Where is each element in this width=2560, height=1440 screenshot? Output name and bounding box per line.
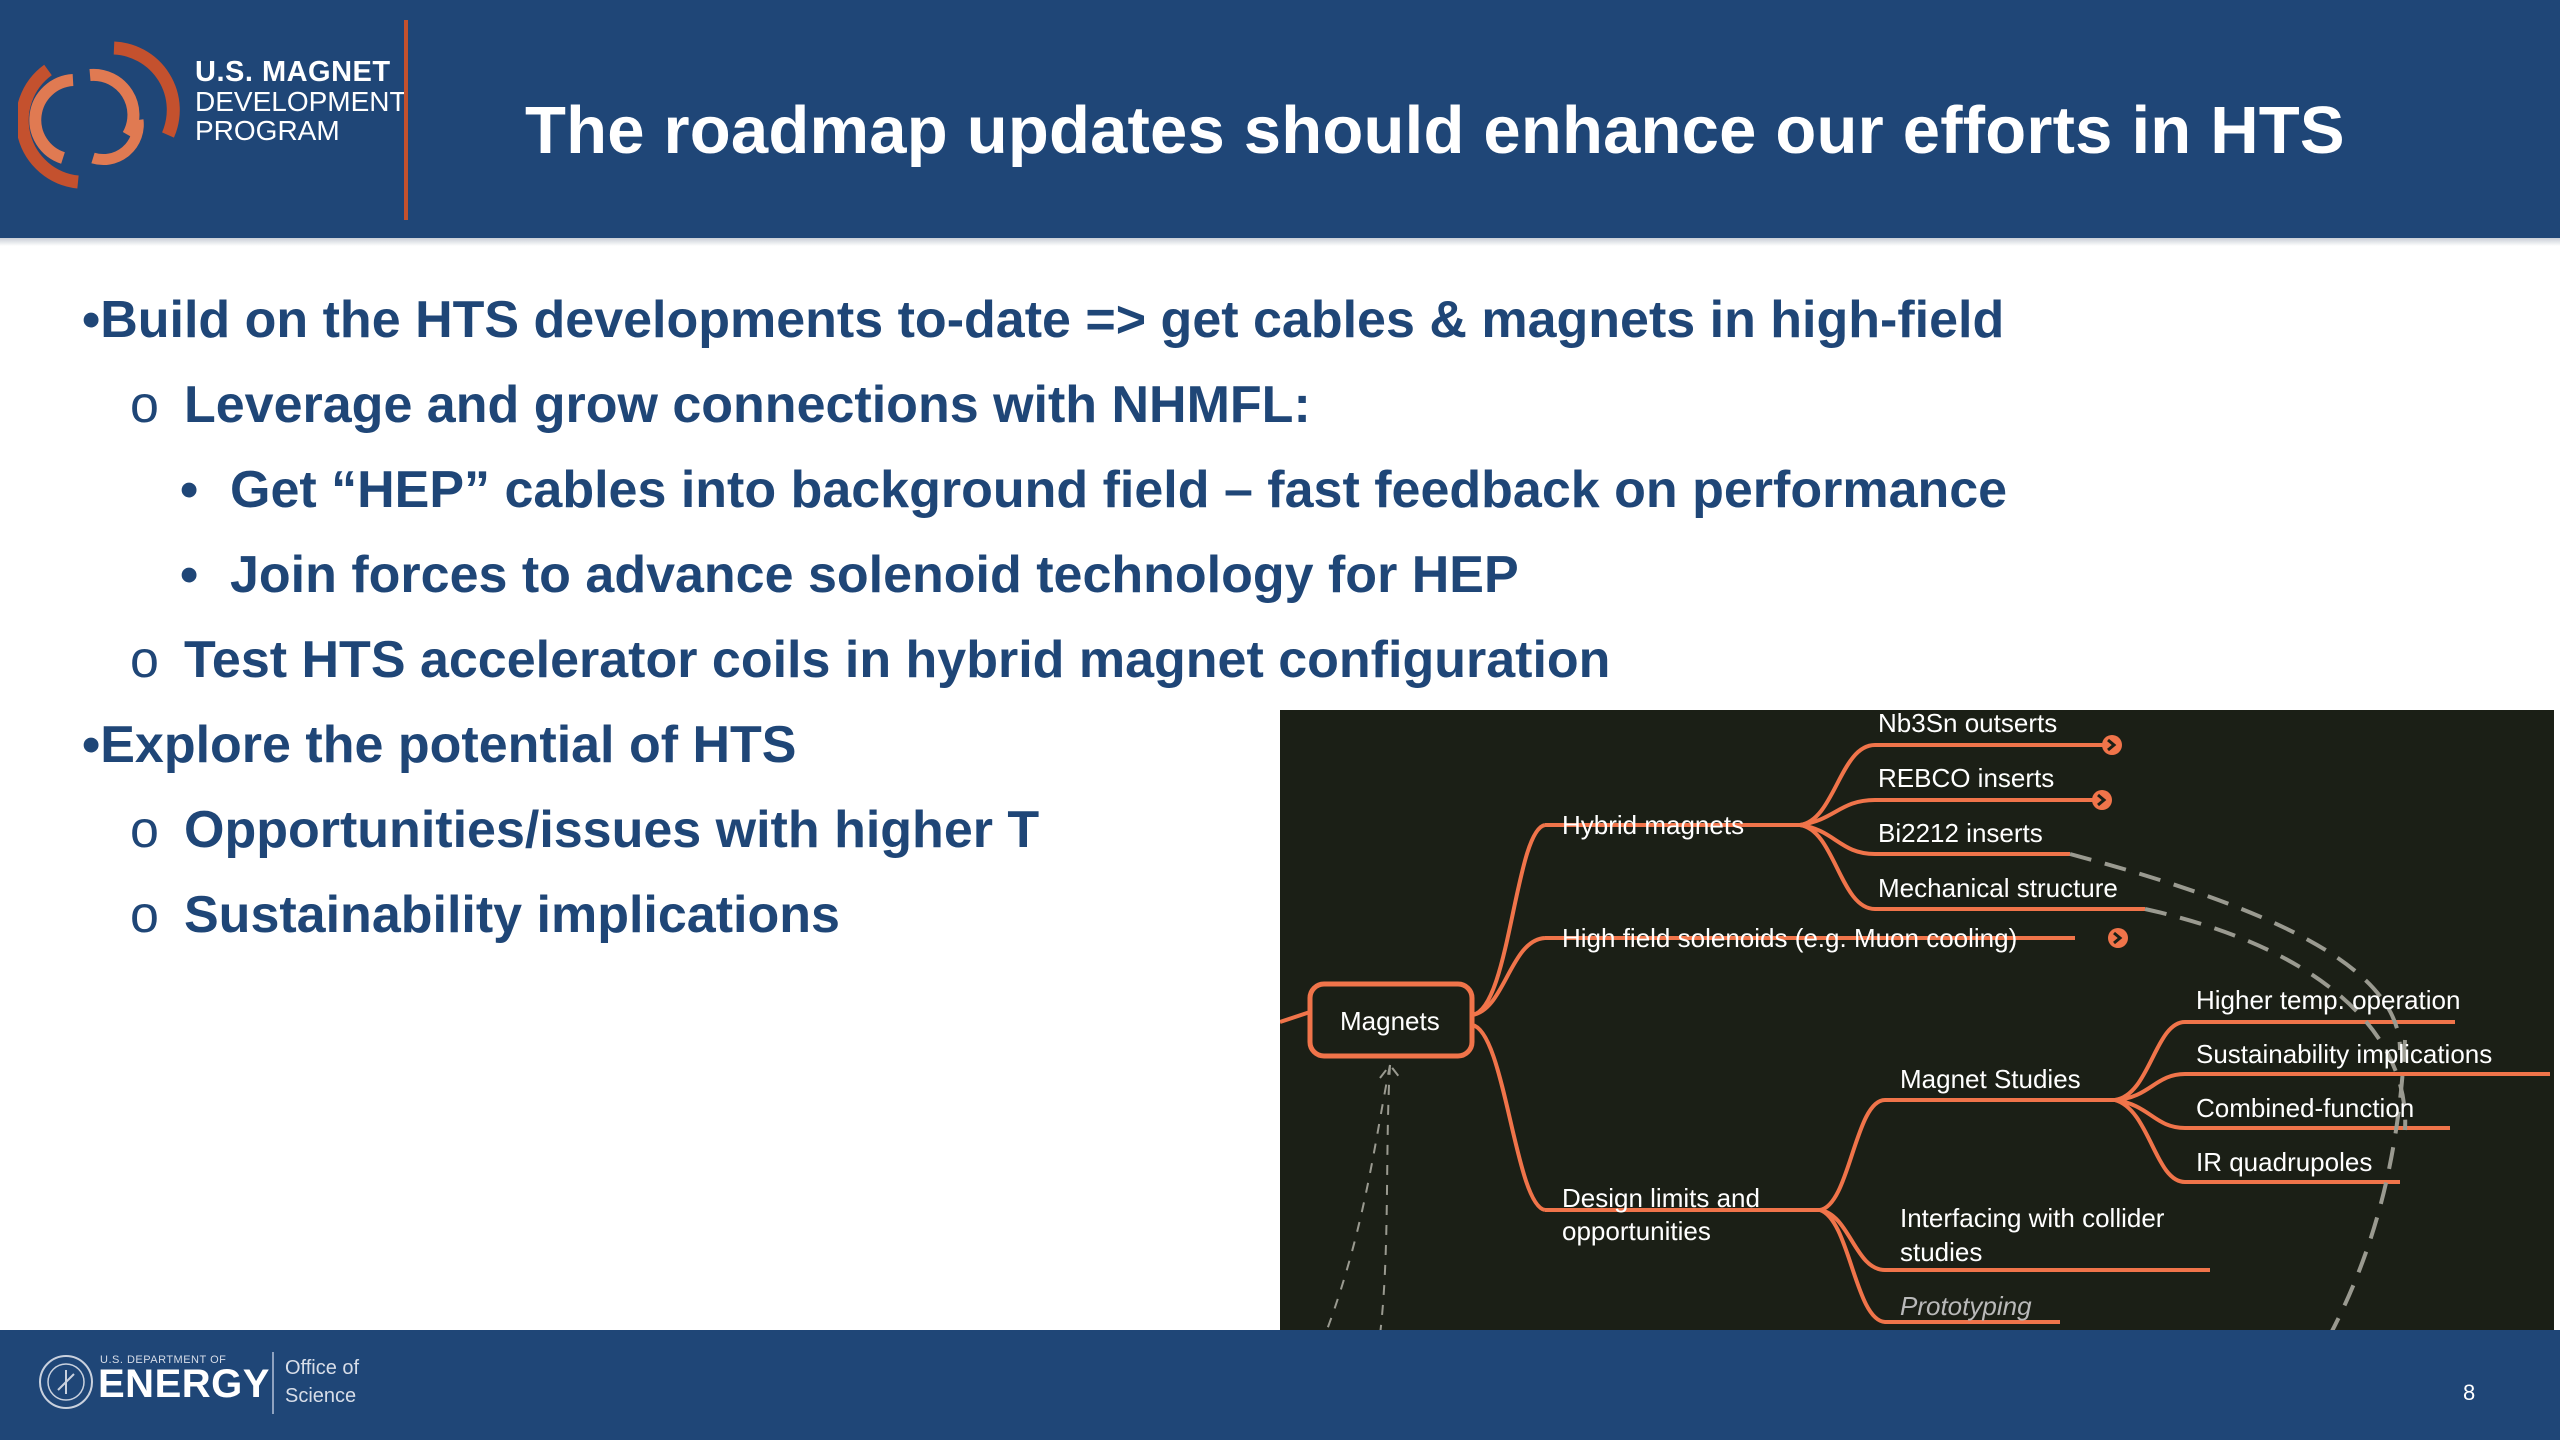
bullet-text: Get “HEP” cables into background field –… — [230, 461, 2008, 519]
mindmap-connector — [1819, 1208, 2060, 1324]
bullet-marker: • — [82, 291, 101, 349]
office-line-2: Science — [285, 1385, 357, 1407]
bullet-item: o Opportunities/issues with higher T — [130, 800, 1039, 860]
mindmap-node: REBCO inserts — [1878, 763, 2054, 793]
bullet-text: Join forces to advance solenoid technolo… — [230, 546, 1519, 604]
mindmap-node: opportunities — [1562, 1216, 1711, 1246]
bullet-item: o Leverage and grow connections with NHMF… — [130, 375, 1311, 435]
mindmap-node: Sustainability implications — [2196, 1039, 2492, 1069]
mindmap-connector — [1471, 1023, 1546, 1212]
mindmap-node: High field solenoids (e.g. Muon cooling) — [1562, 923, 2017, 953]
footer-divider — [272, 1352, 274, 1414]
mindmap-node: Prototyping — [1900, 1291, 2032, 1321]
bullet-text: Build on the HTS developments to-date =>… — [100, 291, 2005, 349]
bullet-marker: o — [130, 376, 159, 434]
header-divider — [404, 20, 408, 220]
mindmap-connector — [1819, 1208, 2210, 1272]
mindmap-node: Design limits and — [1562, 1183, 1760, 1213]
bullet-text: Sustainability implications — [184, 886, 840, 944]
bullet-text: Leverage and grow connections with NHMFL… — [184, 376, 1311, 434]
bullet-marker: o — [130, 886, 159, 944]
mindmap-connector — [1471, 823, 1546, 1017]
doe-department-label: U.S. DEPARTMENT OF — [100, 1354, 227, 1366]
mindmap-node: studies — [1900, 1237, 1982, 1267]
bullet-text: Opportunities/issues with higher T — [184, 801, 1040, 859]
mindmap-node: Combined-function — [2196, 1093, 2414, 1123]
bullet-item: o Sustainability implications — [130, 885, 840, 945]
logo-line-1: U.S. MAGNET — [195, 56, 391, 88]
mindmap-node: Interfacing with collider — [1900, 1203, 2165, 1233]
bullet-marker: o — [130, 801, 159, 859]
mindmap-dashed-link — [1324, 1063, 1401, 1335]
mindmap-connector — [1471, 936, 1546, 1017]
mindmap-image: Magnets Hybrid magnets Nb3Sn outserts RE… — [1280, 710, 2554, 1335]
mindmap-root-label: Magnets — [1340, 1006, 1440, 1036]
header-shadow — [0, 238, 2560, 246]
bullet-item: • Join forces to advance solenoid technol… — [180, 545, 1519, 605]
bullet-marker: • — [180, 546, 199, 604]
bullet-item: • Get “HEP” cables into background field … — [180, 460, 2007, 520]
usmdp-logo-icon — [18, 41, 180, 189]
mindmap-node: Bi2212 inserts — [1878, 818, 2043, 848]
mindmap-connector — [1799, 823, 2145, 911]
logo-line-2: DEVELOPMENT — [195, 86, 407, 117]
mindmap-connector — [1819, 1098, 2115, 1212]
bullet-text: Explore the potential of HTS — [100, 716, 797, 774]
mindmap-diagram: Magnets Hybrid magnets Nb3Sn outserts RE… — [1280, 710, 2550, 1335]
slide-title: The roadmap updates should enhance our e… — [525, 93, 2345, 168]
office-of-science-label: Office of Science — [285, 1354, 359, 1410]
collapse-icon — [2092, 735, 2128, 948]
slide-footer — [0, 1330, 2560, 1440]
mindmap-dashed-link — [2069, 852, 2408, 1335]
mindmap-node: Hybrid magnets — [1562, 810, 1744, 840]
mindmap-node: Mechanical structure — [1878, 873, 2118, 903]
bullet-marker: • — [82, 716, 101, 774]
mindmap-connector — [2114, 1072, 2550, 1102]
logo-line-3: PROGRAM — [195, 115, 340, 146]
mindmap-node: IR quadrupoles — [2196, 1147, 2372, 1177]
mindmap-node: Nb3Sn outserts — [1878, 710, 2057, 738]
program-logo-text: U.S. MAGNET DEVELOPMENT PROGRAM — [195, 56, 407, 146]
doe-energy-label: ENERGY — [98, 1362, 270, 1406]
bullet-marker: • — [180, 461, 199, 519]
doe-seal-icon — [39, 1355, 93, 1409]
mindmap-root-box — [1307, 981, 1475, 1059]
slide-header — [0, 0, 2560, 238]
mindmap-connector — [2114, 1020, 2455, 1102]
bullet-item: •Build on the HTS developments to-date =… — [82, 290, 2004, 350]
bullet-item: o Test HTS accelerator coils in hybrid ma… — [130, 630, 1610, 690]
mindmap-connector — [1799, 743, 2105, 827]
mindmap-connector — [1280, 1010, 1311, 1024]
page-number: 8 — [2463, 1380, 2476, 1405]
mindmap-node: Higher temp. operation — [2196, 985, 2460, 1015]
mindmap-connector — [1799, 798, 2095, 827]
mindmap-node: Magnet Studies — [1900, 1064, 2081, 1094]
mindmap-connector — [2114, 1098, 2400, 1184]
bullet-marker: o — [130, 631, 159, 689]
office-line-1: Office of — [285, 1357, 360, 1379]
bullet-item: •Explore the potential of HTS — [82, 715, 796, 775]
bullet-text: Test HTS accelerator coils in hybrid mag… — [184, 631, 1611, 689]
mindmap-connector — [2114, 1098, 2450, 1130]
